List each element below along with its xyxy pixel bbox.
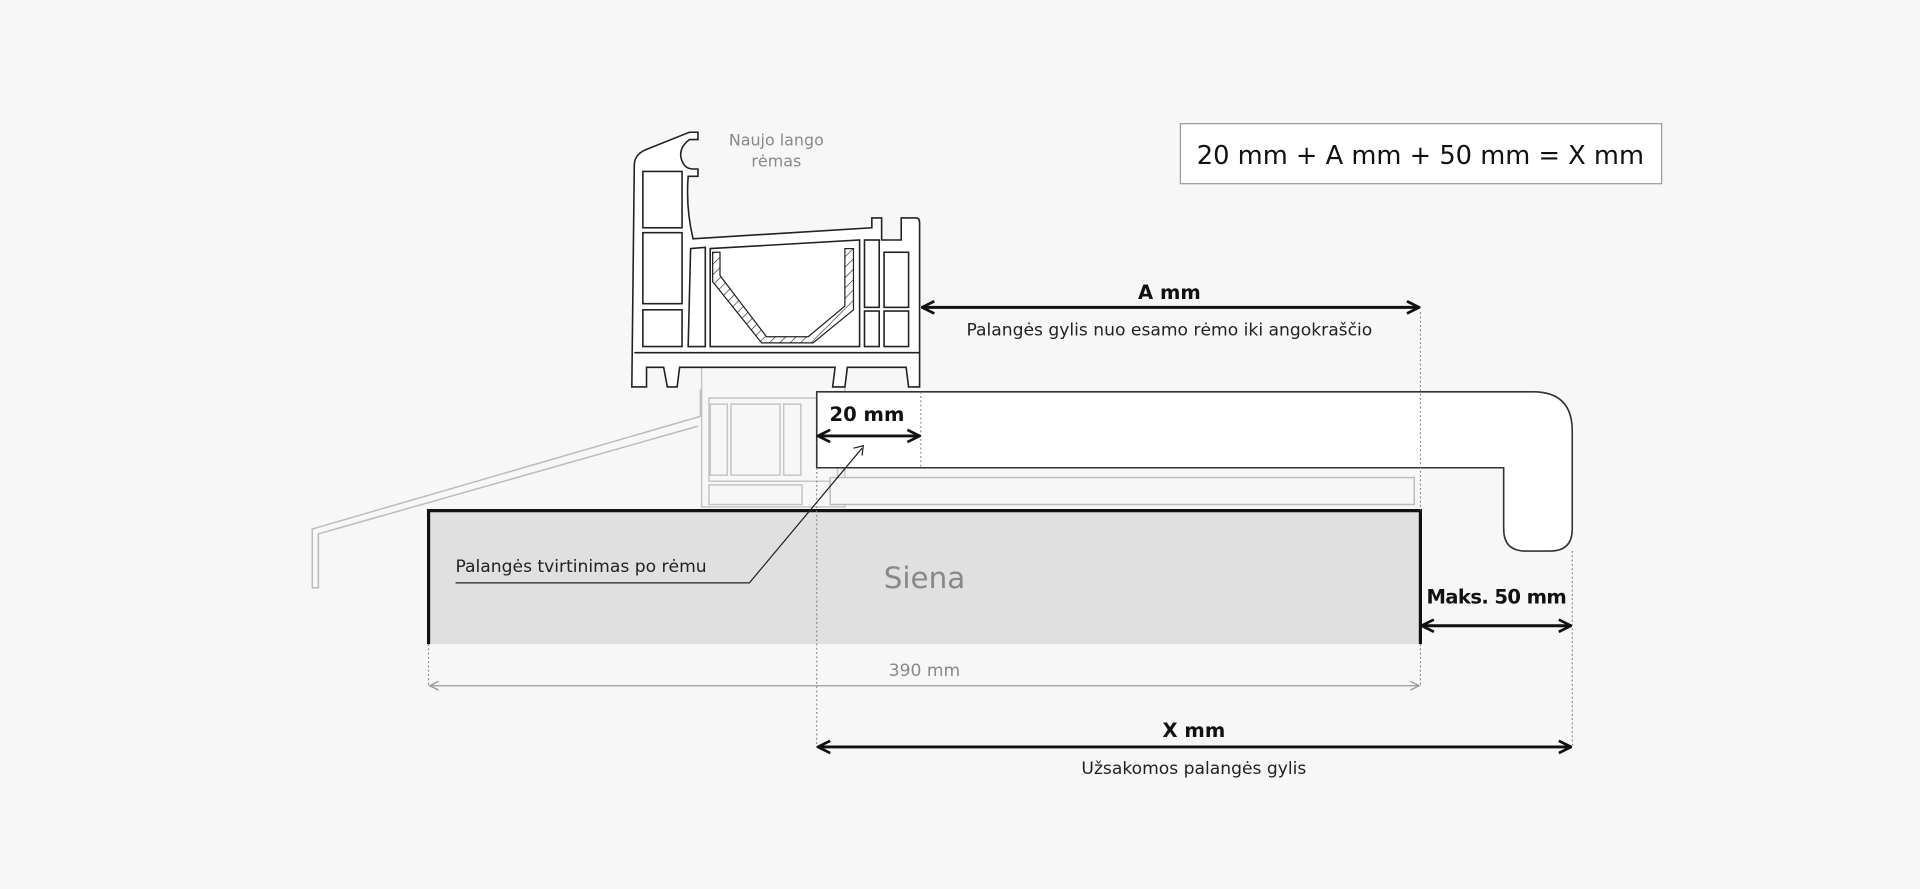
- formula-text: 20 mm + A mm + 50 mm = X mm: [1197, 141, 1644, 171]
- x-dimension-label: X mm: [1163, 719, 1226, 742]
- wall-label: Siena: [884, 561, 966, 595]
- formula-box: 20 mm + A mm + 50 mm = X mm: [1179, 123, 1663, 185]
- a-dimension: A mm Palangės gylis nuo esamo rėmo iki a…: [922, 281, 1419, 341]
- sill-support-profile: [829, 476, 1416, 506]
- wall-depth-label: 390 mm: [889, 661, 961, 681]
- overhang-dimension-label: Maks. 50 mm: [1426, 586, 1566, 609]
- x-dimension: X mm Užsakomos palangės gylis: [818, 719, 1571, 779]
- overhang-dimension: Maks. 50 mm: [1422, 586, 1571, 626]
- wall: Siena: [426, 509, 1422, 645]
- x-dimension-description: Užsakomos palangės gylis: [1081, 759, 1306, 779]
- wall-depth-dimension: 390 mm: [430, 661, 1419, 686]
- new-window-frame: Naujo lango rėmas: [631, 131, 921, 388]
- guide-lines: [428, 312, 1573, 747]
- frame-label-line2: rėmas: [751, 152, 801, 171]
- mounting-callout: Palangės tvirtinimas po rėmu: [456, 444, 864, 584]
- overlap-dimension-label: 20 mm: [830, 403, 905, 426]
- a-dimension-description: Palangės gylis nuo esamo rėmo iki angokr…: [966, 321, 1372, 341]
- overlap-dimension: 20 mm: [818, 403, 920, 436]
- frame-label-line1: Naujo lango: [729, 131, 824, 150]
- mounting-label: Palangės tvirtinimas po rėmu: [456, 557, 707, 577]
- windowsill: [815, 391, 1574, 552]
- a-dimension-label: A mm: [1138, 281, 1201, 304]
- exterior-flashing: [311, 389, 702, 589]
